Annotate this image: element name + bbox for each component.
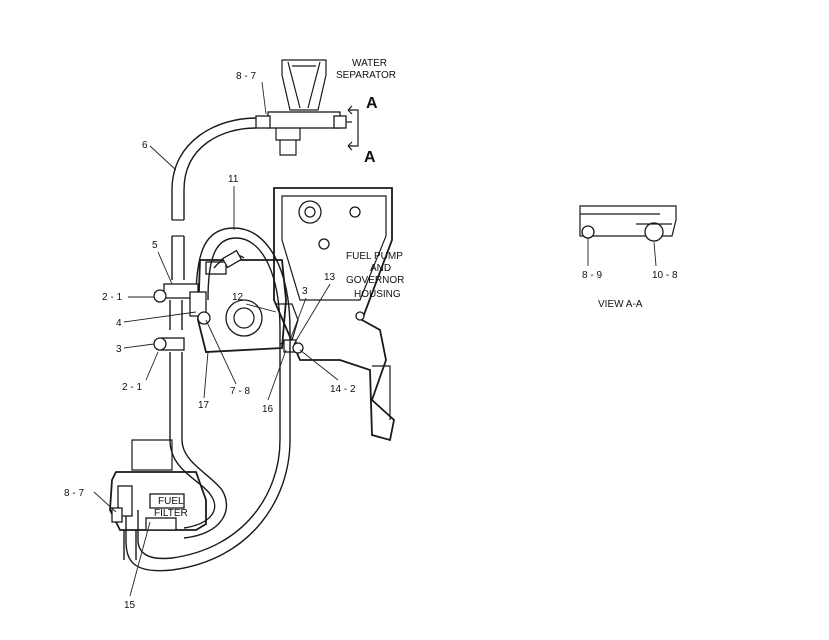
callout-5: 5 [152,240,173,285]
svg-text:HOUSING: HOUSING [354,289,401,300]
svg-text:8 - 7: 8 - 7 [236,71,256,82]
svg-text:11: 11 [228,174,239,185]
label-fuel-pump-housing: FUEL PUMP AND GOVERNOR HOUSING [346,251,404,300]
callout-12: 12 [232,292,277,313]
hose-6 [171,117,257,221]
hose-5 [153,235,211,440]
svg-text:4: 4 [116,318,122,329]
svg-text:2 - 1: 2 - 1 [102,292,122,303]
callout-3-right: 3 [289,286,308,341]
svg-text:FUEL: FUEL [158,496,184,507]
water-separator [255,59,352,156]
svg-text:WATER: WATER [352,58,387,69]
svg-text:FILTER: FILTER [154,508,188,519]
svg-text:6: 6 [142,140,148,151]
callout-15: 15 [124,521,151,611]
callout-2-1-upper: 2 - 1 [102,292,154,303]
svg-text:7 - 8: 7 - 8 [230,386,250,397]
svg-text:FUEL PUMP: FUEL PUMP [346,251,403,262]
svg-text:GOVERNOR: GOVERNOR [346,275,404,286]
callout-17: 17 [198,351,210,411]
svg-text:15: 15 [124,600,136,611]
callout-3-left: 3 [116,343,155,355]
section-marker-a: A A [347,95,378,166]
svg-text:5: 5 [152,240,158,251]
view-caption: VIEW A-A [598,299,643,310]
svg-text:8 - 7: 8 - 7 [64,488,84,499]
fuel-pump-housing [273,187,395,442]
svg-text:AND: AND [370,263,391,274]
svg-text:14 - 2: 14 - 2 [330,384,356,395]
view-a-a [579,205,677,242]
svg-text:3: 3 [116,344,122,355]
svg-text:13: 13 [324,272,336,283]
callout-6: 6 [142,140,177,171]
svg-text:2 - 1: 2 - 1 [122,382,142,393]
svg-text:16: 16 [262,404,274,415]
fuel-filter [109,439,228,560]
svg-text:12: 12 [232,292,244,303]
callout-16: 16 [262,349,287,415]
callout-4: 4 [116,311,197,329]
callout-8-9: 8 - 9 [582,238,602,281]
hose-11 [125,227,291,572]
callout-13: 13 [293,272,336,345]
label-water-separator: WATER SEPARATOR [336,58,396,81]
label-fuel-filter: FUEL FILTER [154,496,188,519]
callout-8-7-bottom: 8 - 7 [64,488,117,513]
fuel-pump-body [197,259,304,354]
section-marker-upper: A [366,95,378,112]
callout-8-7-top: 8 - 7 [236,71,267,115]
svg-text:SEPARATOR: SEPARATOR [336,70,396,81]
svg-text:3: 3 [302,286,308,297]
callout-14-2: 14 - 2 [299,349,356,395]
callout-2-1-lower: 2 - 1 [122,351,159,393]
svg-text:10 - 8: 10 - 8 [652,270,678,281]
section-marker-lower: A [364,149,376,166]
svg-text:17: 17 [198,400,210,411]
svg-text:8 - 9: 8 - 9 [582,270,602,281]
callout-10-8: 10 - 8 [652,241,678,281]
callout-11: 11 [228,174,239,230]
callout-7-8: 7 - 8 [205,319,250,397]
